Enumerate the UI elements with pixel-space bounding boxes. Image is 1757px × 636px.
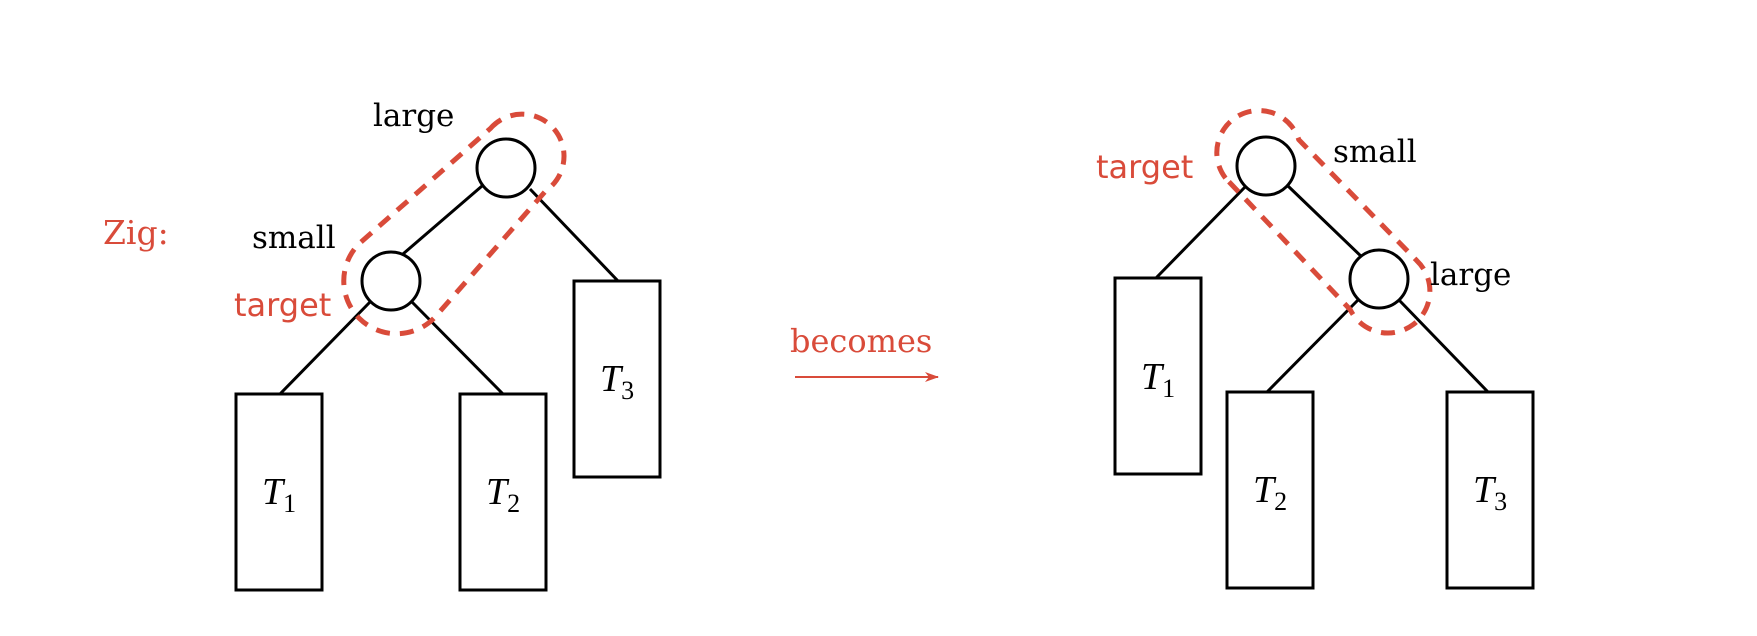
rotation-highlight [341, 111, 567, 337]
subtree-label-t1: T1 [1141, 356, 1175, 403]
after-tree: T1 T2 T3 small large target [1096, 108, 1535, 590]
label-large: large [373, 98, 454, 134]
label-target: target [1096, 148, 1193, 186]
label-small: small [252, 220, 336, 256]
edge-root-to-child [395, 184, 483, 262]
subtree-box-t2 [458, 392, 548, 592]
node-child-large [1348, 248, 1410, 310]
edge-child-to-t2 [1265, 298, 1360, 394]
edge-root-to-t3 [528, 187, 620, 283]
subtree-label-t2: T2 [1253, 469, 1287, 516]
subtree-box-t3 [572, 279, 662, 479]
subtree-box-t1 [234, 392, 324, 592]
rotation-highlight [1214, 108, 1433, 336]
edge-root-to-t1 [1154, 184, 1248, 280]
label-target: target [234, 286, 331, 324]
subtree-label-t3: T3 [600, 358, 634, 405]
node-root-large [475, 137, 537, 199]
edge-root-to-child [1286, 184, 1367, 262]
node-child-small [360, 250, 422, 312]
edge-child-to-t3 [1397, 298, 1490, 394]
subtree-box-t3 [1445, 390, 1535, 590]
subtree-label-t1: T1 [262, 471, 296, 518]
subtree-box-t1 [1113, 276, 1203, 476]
becomes-label: becomes [790, 322, 932, 360]
subtree-label-t3: T3 [1473, 469, 1507, 516]
subtree-box-t2 [1225, 390, 1315, 590]
edge-child-to-t2 [410, 300, 505, 396]
label-large: large [1430, 257, 1511, 293]
subtree-label-t2: T2 [486, 471, 520, 518]
edge-child-to-t1 [278, 300, 372, 396]
node-root-small [1235, 135, 1297, 197]
before-tree: T1 T2 T3 large small target [234, 98, 662, 592]
label-small: small [1333, 134, 1417, 170]
zig-caption: Zig: [103, 213, 169, 252]
